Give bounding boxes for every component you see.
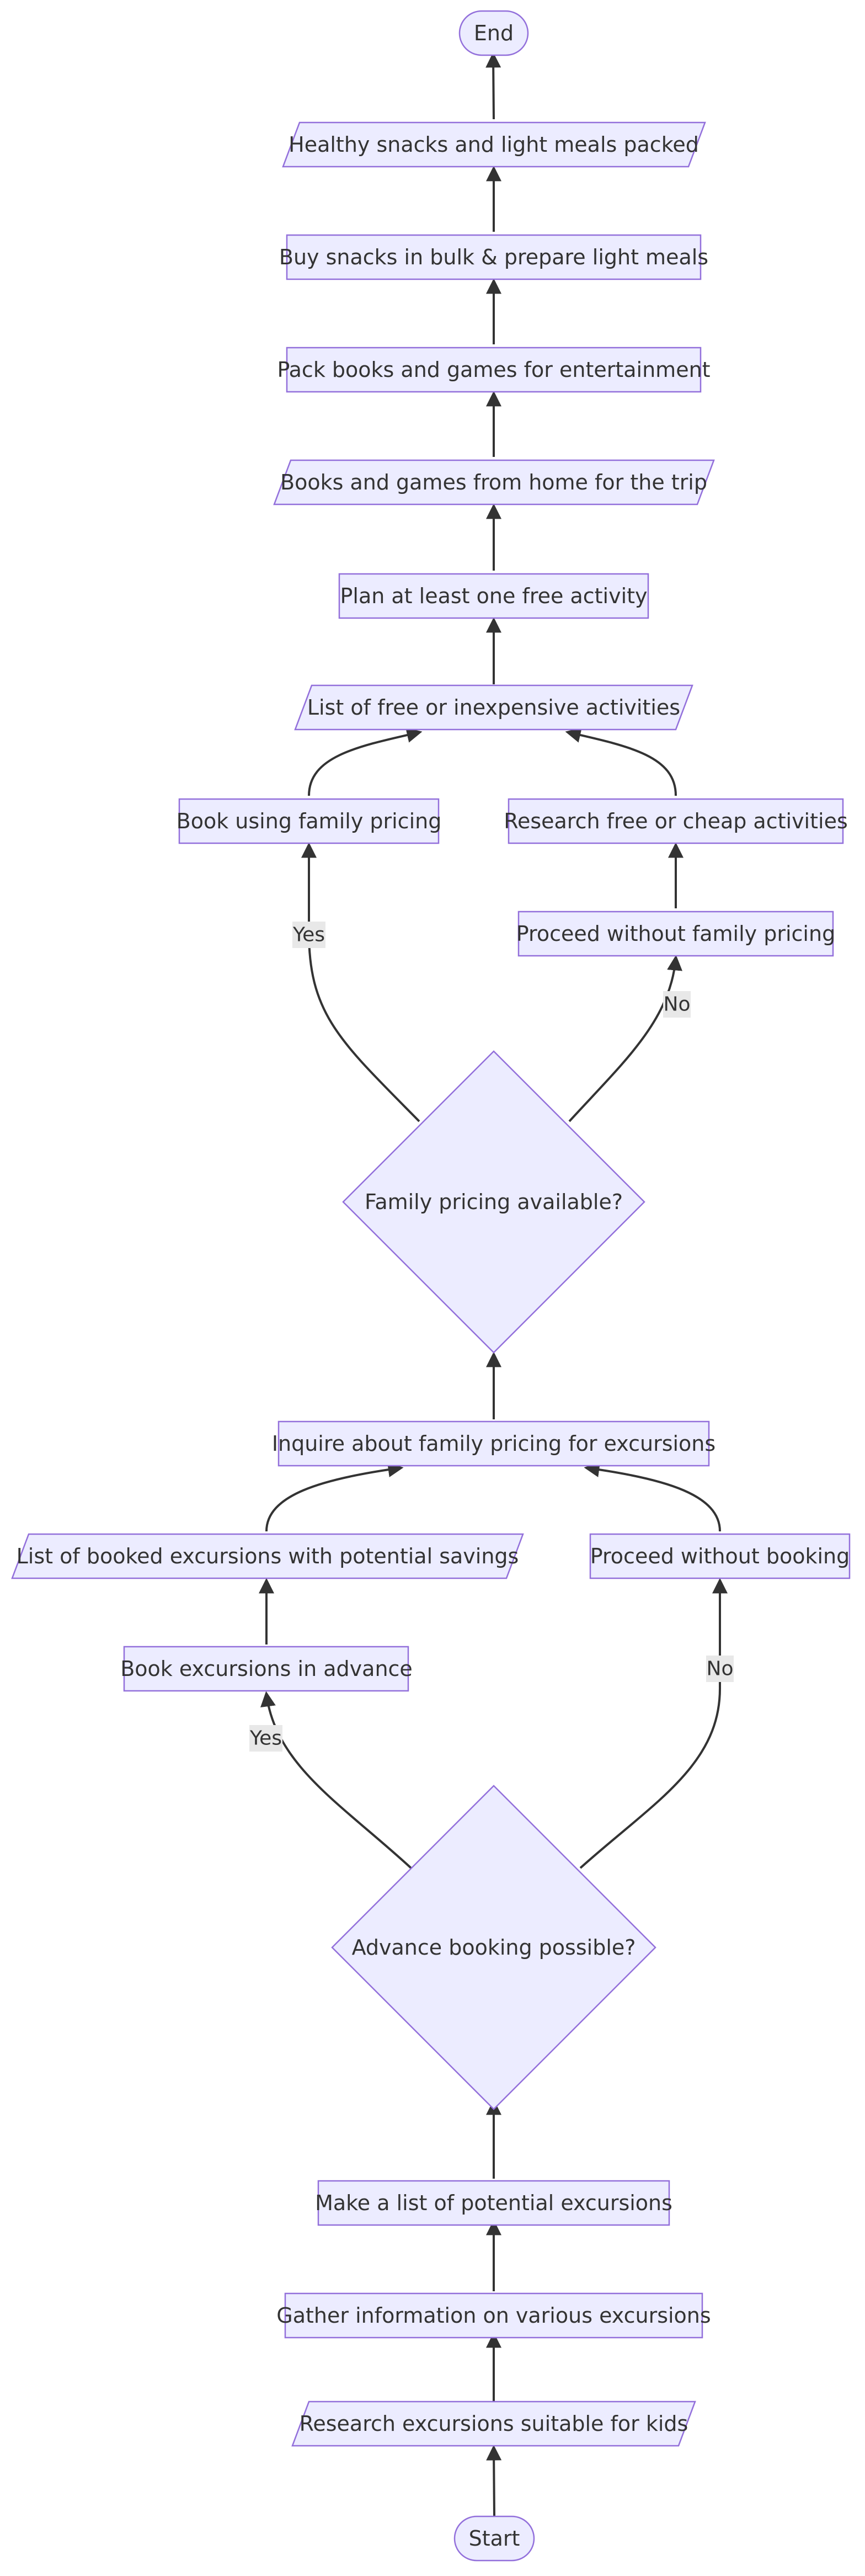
research-free-node bbox=[508, 798, 844, 844]
end-label: End bbox=[474, 21, 514, 45]
plan-free-activity-node bbox=[338, 573, 649, 619]
edge-research-free-to-free-list bbox=[565, 727, 677, 796]
proceed-no-family-label: Proceed without family pricing bbox=[516, 922, 835, 946]
buy-snacks-label: Buy snacks in bulk & prepare light meals bbox=[279, 245, 708, 269]
family-pricing-decision-node bbox=[342, 1050, 645, 1354]
edge-proceed-no-booking-to-inquire bbox=[584, 1462, 721, 1532]
proceed-no-booking-node bbox=[589, 1533, 851, 1579]
list-booked-excursions-label: List of booked excursions with potential… bbox=[17, 1544, 519, 1568]
edge-book-family-to-free-list bbox=[308, 727, 423, 796]
advance-yes-label-bg bbox=[249, 1725, 282, 1752]
advance-yes-label: Yes bbox=[249, 1727, 282, 1750]
books-games-home-node bbox=[273, 459, 715, 505]
advance-no-label: No bbox=[707, 1658, 734, 1680]
advance-booking-decision-label: Advance booking possible? bbox=[352, 1935, 636, 1960]
plan-free-activity-label: Plan at least one free activity bbox=[340, 584, 647, 608]
book-in-advance-node bbox=[123, 1646, 409, 1692]
buy-snacks-node bbox=[286, 234, 702, 280]
advance-booking-decision-node bbox=[331, 1785, 656, 2110]
start-label: Start bbox=[469, 2526, 520, 2551]
end-node bbox=[458, 10, 529, 56]
make-list-node bbox=[317, 2180, 670, 2226]
research-excursions-node bbox=[291, 2401, 696, 2447]
list-booked-excursions-node bbox=[11, 1533, 524, 1579]
pack-books-label: Pack books and games for entertainment bbox=[277, 358, 710, 382]
edge-family-no bbox=[568, 955, 682, 1122]
pack-books-node bbox=[286, 347, 702, 393]
proceed-no-booking-label: Proceed without booking bbox=[590, 1544, 850, 1568]
book-in-advance-label: Book excursions in advance bbox=[120, 1657, 413, 1681]
list-free-activities-label: List of free or inexpensive activities bbox=[307, 695, 680, 720]
family-yes-label: Yes bbox=[292, 924, 325, 946]
gather-info-label: Gather information on various excursions bbox=[276, 2303, 711, 2328]
research-excursions-label: Research excursions suitable for kids bbox=[300, 2412, 688, 2436]
edge-advance-yes bbox=[260, 1691, 412, 1869]
inquire-family-pricing-node bbox=[277, 1420, 710, 1467]
family-no-label-bg bbox=[663, 991, 691, 1018]
family-no-label: No bbox=[664, 993, 691, 1016]
list-free-activities-node bbox=[294, 684, 693, 731]
inquire-family-pricing-label: Inquire about family pricing for excursi… bbox=[272, 1431, 716, 1456]
make-list-label: Make a list of potential excursions bbox=[315, 2191, 672, 2215]
edge-advance-no bbox=[579, 1578, 728, 1869]
research-free-label: Research free or cheap activities bbox=[504, 809, 848, 833]
healthy-snacks-label: Healthy snacks and light meals packed bbox=[289, 132, 699, 157]
gather-info-node bbox=[284, 2292, 703, 2339]
advance-no-label-bg bbox=[706, 1656, 734, 1682]
book-family-pricing-node bbox=[178, 798, 440, 844]
healthy-snacks-node bbox=[282, 121, 706, 168]
family-yes-label-bg bbox=[292, 922, 325, 948]
book-family-pricing-label: Book using family pricing bbox=[177, 809, 442, 833]
edge-booked-list-to-inquire bbox=[265, 1462, 404, 1532]
start-node bbox=[453, 2515, 535, 2562]
edge-healthy-to-end bbox=[485, 52, 501, 120]
books-games-home-label: Books and games from home for the trip bbox=[280, 470, 707, 494]
proceed-no-family-node bbox=[517, 911, 834, 957]
family-pricing-decision-label: Family pricing available? bbox=[365, 1190, 623, 1214]
edge-family-yes bbox=[301, 842, 420, 1122]
